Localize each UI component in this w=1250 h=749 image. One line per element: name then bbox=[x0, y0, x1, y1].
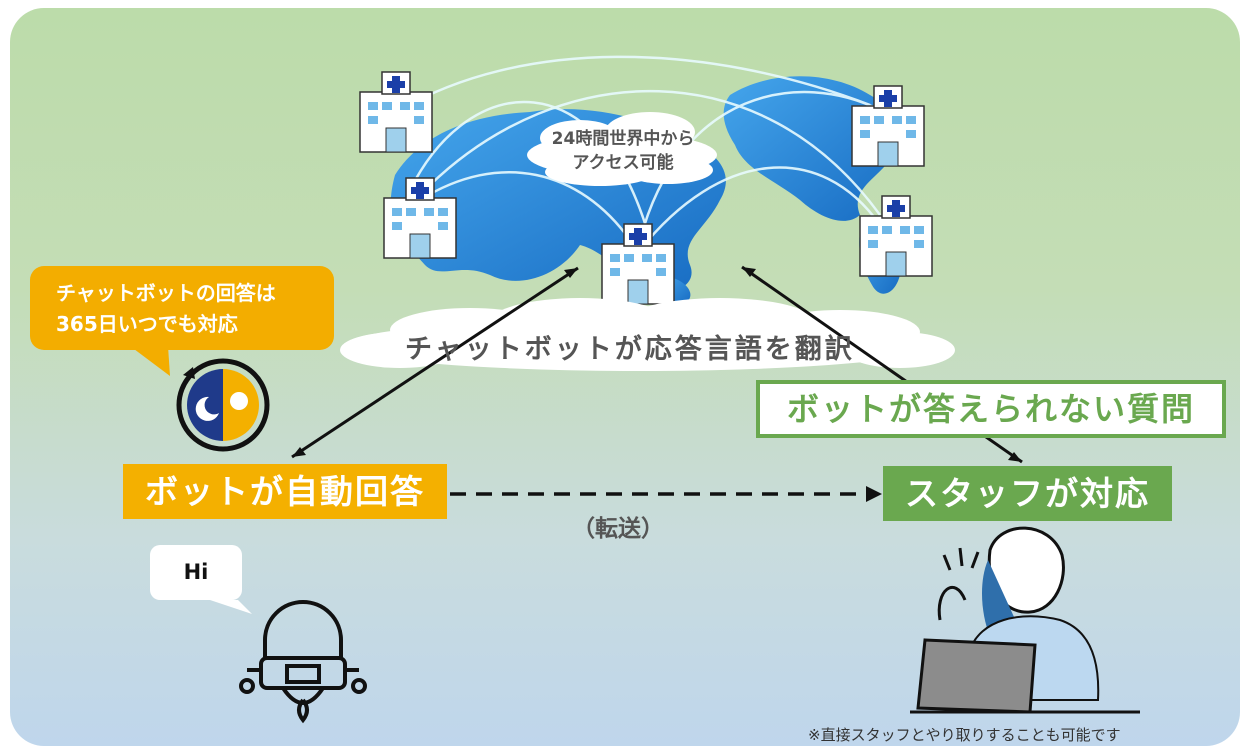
hospital-icon bbox=[359, 71, 433, 153]
day-night-cycle-icon bbox=[176, 358, 270, 452]
translate-text: チャットボットが応答言語を翻訳 bbox=[405, 334, 855, 365]
robot-icon bbox=[239, 600, 367, 724]
hospital-icon bbox=[383, 177, 457, 259]
hospital-icon bbox=[601, 223, 675, 305]
chatbot-answer-bubble: チャットボットの回答は 365日いつでも対応 bbox=[30, 266, 334, 350]
access-cloud bbox=[527, 112, 717, 186]
transfer-label: （転送） bbox=[572, 516, 664, 542]
staff-response-box: スタッフが対応 bbox=[883, 466, 1172, 521]
access-text: 24時間世界中から アクセス可能 bbox=[538, 127, 708, 175]
chatbot-answer-line-1: チャットボットの回答は bbox=[56, 281, 276, 305]
bot-auto-answer-box: ボットが自動回答 bbox=[123, 464, 447, 519]
hi-tail bbox=[210, 600, 252, 614]
access-line-2: アクセス可能 bbox=[572, 153, 674, 173]
footnote: ※直接スタッフとやり取りすることも可能です bbox=[808, 726, 1121, 744]
hospital-icon bbox=[859, 195, 933, 277]
arrow-map-to-bot bbox=[291, 266, 579, 459]
hospital-icon bbox=[851, 85, 925, 167]
unanswerable-question-box: ボットが答えられない質問 bbox=[756, 380, 1226, 438]
bubble-tail bbox=[130, 346, 170, 376]
chatbot-answer-line-2: 365日いつでも対応 bbox=[56, 312, 238, 336]
hi-speech-bubble: Hi bbox=[150, 545, 242, 600]
staff-laptop-icon bbox=[910, 526, 1140, 714]
translate-cloud bbox=[340, 298, 955, 371]
access-line-1: 24時間世界中から bbox=[551, 129, 695, 149]
